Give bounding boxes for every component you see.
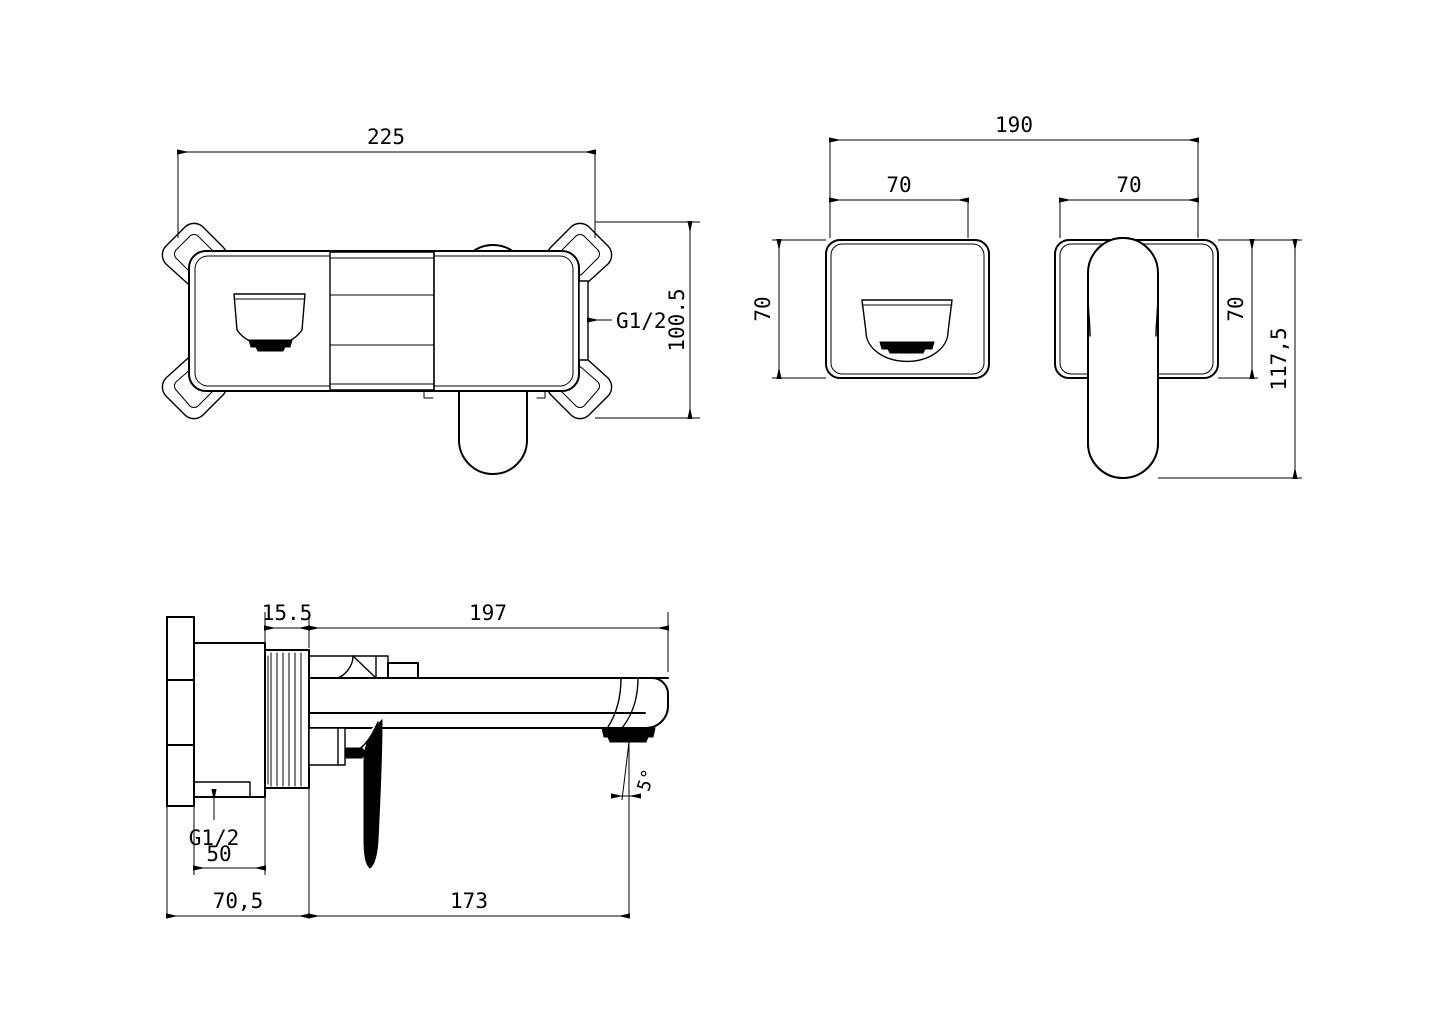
dimension-lever-overall-height: 117,5 — [1158, 239, 1302, 479]
front-spout-outlet — [233, 293, 306, 352]
dimension-spout-projection-total: 197 — [308, 601, 669, 672]
dim-label-225: 225 — [367, 125, 405, 149]
dimension-spout-plate-height: 70 — [751, 239, 826, 379]
dim-label-15-5: 15.5 — [262, 601, 313, 625]
dim-label-70-right-v: 70 — [1224, 296, 1248, 321]
front-plate-view: 225 100.5 G1/2 — [161, 125, 700, 475]
wall-flange — [166, 616, 195, 807]
annot-label-g12-side: G1/2 — [189, 826, 240, 850]
spout-escutcheon-plate — [825, 239, 990, 379]
dim-label-173: 173 — [450, 889, 488, 913]
dim-label-70-left-v: 70 — [751, 296, 775, 321]
lever-escutcheon-group — [1054, 237, 1219, 479]
front-plate-feet — [423, 390, 546, 399]
spout-body — [308, 655, 669, 729]
dimension-spout-plate-width: 70 — [829, 173, 969, 238]
spout-aerator — [601, 727, 656, 743]
front-center-ribbed-block — [329, 251, 435, 391]
side-lever-handle — [308, 718, 383, 869]
dim-label-70-b: 70 — [1116, 173, 1141, 197]
two-plate-front-view: 190 70 70 70 — [751, 113, 1302, 479]
dim-label-100-5: 100.5 — [665, 288, 689, 351]
dim-label-190: 190 — [995, 113, 1033, 137]
threaded-collar — [264, 649, 310, 789]
dimension-plate-width: 225 — [177, 125, 596, 238]
side-section-view: 15.5 197 G1/2 50 — [166, 601, 669, 919]
dim-label-117-5: 117,5 — [1267, 327, 1291, 390]
lever-handle — [1087, 237, 1159, 479]
dimension-plate-height: 100.5 — [595, 221, 700, 419]
annotation-g12-front: G1/2 — [587, 309, 667, 333]
dim-label-50: 50 — [206, 842, 231, 866]
dim-label-197: 197 — [469, 601, 507, 625]
dimension-lever-plate-width: 70 — [1059, 173, 1199, 238]
dimension-overall-spread: 190 — [829, 113, 1199, 238]
front-inlet-boss — [578, 280, 589, 361]
dimension-spout-reach: 173 — [308, 742, 630, 919]
dimension-valve-body-depth: 50 — [193, 797, 266, 875]
annotation-g12-side: G1/2 — [189, 789, 240, 850]
annotation-outlet-angle: 5° — [611, 741, 660, 801]
spout-escutcheon-outlet — [861, 299, 953, 363]
annot-label-g12-front: G1/2 — [616, 309, 667, 333]
spout-end-curves — [607, 677, 639, 729]
annot-label-5deg: 5° — [633, 767, 660, 794]
dimension-wall-to-plate: 70,5 — [166, 889, 310, 919]
dim-label-70-a: 70 — [886, 173, 911, 197]
dimension-thread-length: 15.5 — [262, 601, 313, 648]
dimension-lever-plate-height: 70 — [1218, 239, 1258, 379]
valve-body — [193, 642, 266, 798]
dim-label-70-5: 70,5 — [213, 889, 264, 913]
